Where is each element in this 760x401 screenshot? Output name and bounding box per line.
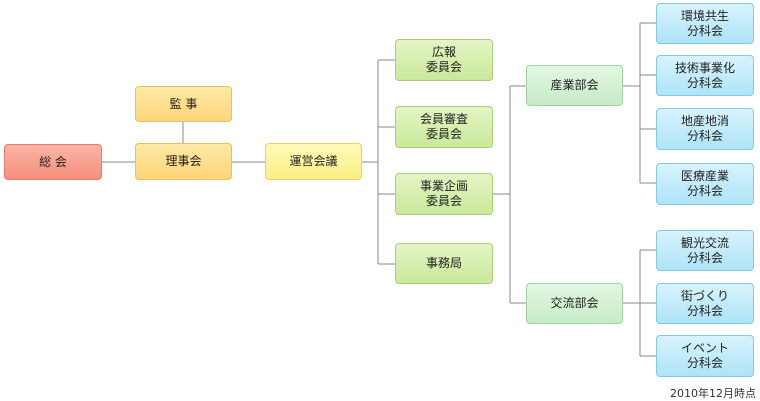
node-chisan-chishou-bunkakai-label: 地産地消 分科会	[680, 114, 729, 143]
node-jimukyoku-label: 事務局	[425, 256, 462, 270]
node-gijutsu-jigyouka-bunkakai: 技術事業化 分科会	[656, 55, 754, 96]
node-kouryuu-bukai-label: 交流部会	[550, 296, 599, 310]
node-jigyou-kikaku-iinkai: 事業企画 委員会	[395, 173, 493, 215]
node-sangyou-bukai: 産業部会	[526, 65, 623, 106]
node-unei-kaigi: 運営会議	[265, 143, 362, 180]
node-event-bunkakai: イベント 分科会	[656, 335, 754, 377]
node-gijutsu-jigyouka-bunkakai-label: 技術事業化 分科会	[674, 60, 735, 90]
node-kankyou-kyousei-bunkakai-label: 環境共生 分科会	[680, 8, 729, 38]
node-rijikai: 理事会	[135, 143, 232, 180]
node-kankyou-kyousei-bunkakai: 環境共生 分科会	[656, 3, 754, 44]
node-kankou-kouryuu-bunkakai: 観光交流 分科会	[656, 230, 754, 271]
node-iryou-sangyou-bunkakai: 医療産業 分科会	[656, 163, 754, 205]
node-machizukuri-bunkakai: 街づくり 分科会	[656, 283, 754, 324]
node-kanji: 監 事	[135, 86, 232, 122]
node-kouryuu-bukai: 交流部会	[526, 283, 623, 324]
node-soukai: 総 会	[4, 144, 102, 180]
node-jimukyoku: 事務局	[395, 243, 493, 284]
node-chisan-chishou-bunkakai: 地産地消 分科会	[656, 108, 754, 150]
as-of-date-note: 2010年12月時点	[670, 387, 756, 400]
node-kouhou-iinkai-label: 広報 委員会	[425, 45, 462, 74]
node-kankou-kouryuu-bunkakai-label: 観光交流 分科会	[680, 235, 729, 265]
node-rijikai-label: 理事会	[165, 154, 202, 168]
node-kaiin-shinsa-iinkai: 会員審査 委員会	[395, 106, 493, 148]
node-soukai-label: 総 会	[39, 154, 67, 169]
node-kaiin-shinsa-iinkai-label: 会員審査 委員会	[419, 112, 468, 141]
node-unei-kaigi-label: 運営会議	[289, 154, 338, 168]
node-iryou-sangyou-bunkakai-label: 医療産業 分科会	[680, 169, 729, 198]
node-kanji-label: 監 事	[169, 96, 198, 111]
node-sangyou-bukai-label: 産業部会	[550, 78, 599, 92]
node-machizukuri-bunkakai-label: 街づくり 分科会	[680, 288, 729, 318]
node-jigyou-kikaku-iinkai-label: 事業企画 委員会	[419, 179, 468, 208]
node-event-bunkakai-label: イベント 分科会	[680, 341, 729, 370]
node-kouhou-iinkai: 広報 委員会	[395, 39, 493, 81]
